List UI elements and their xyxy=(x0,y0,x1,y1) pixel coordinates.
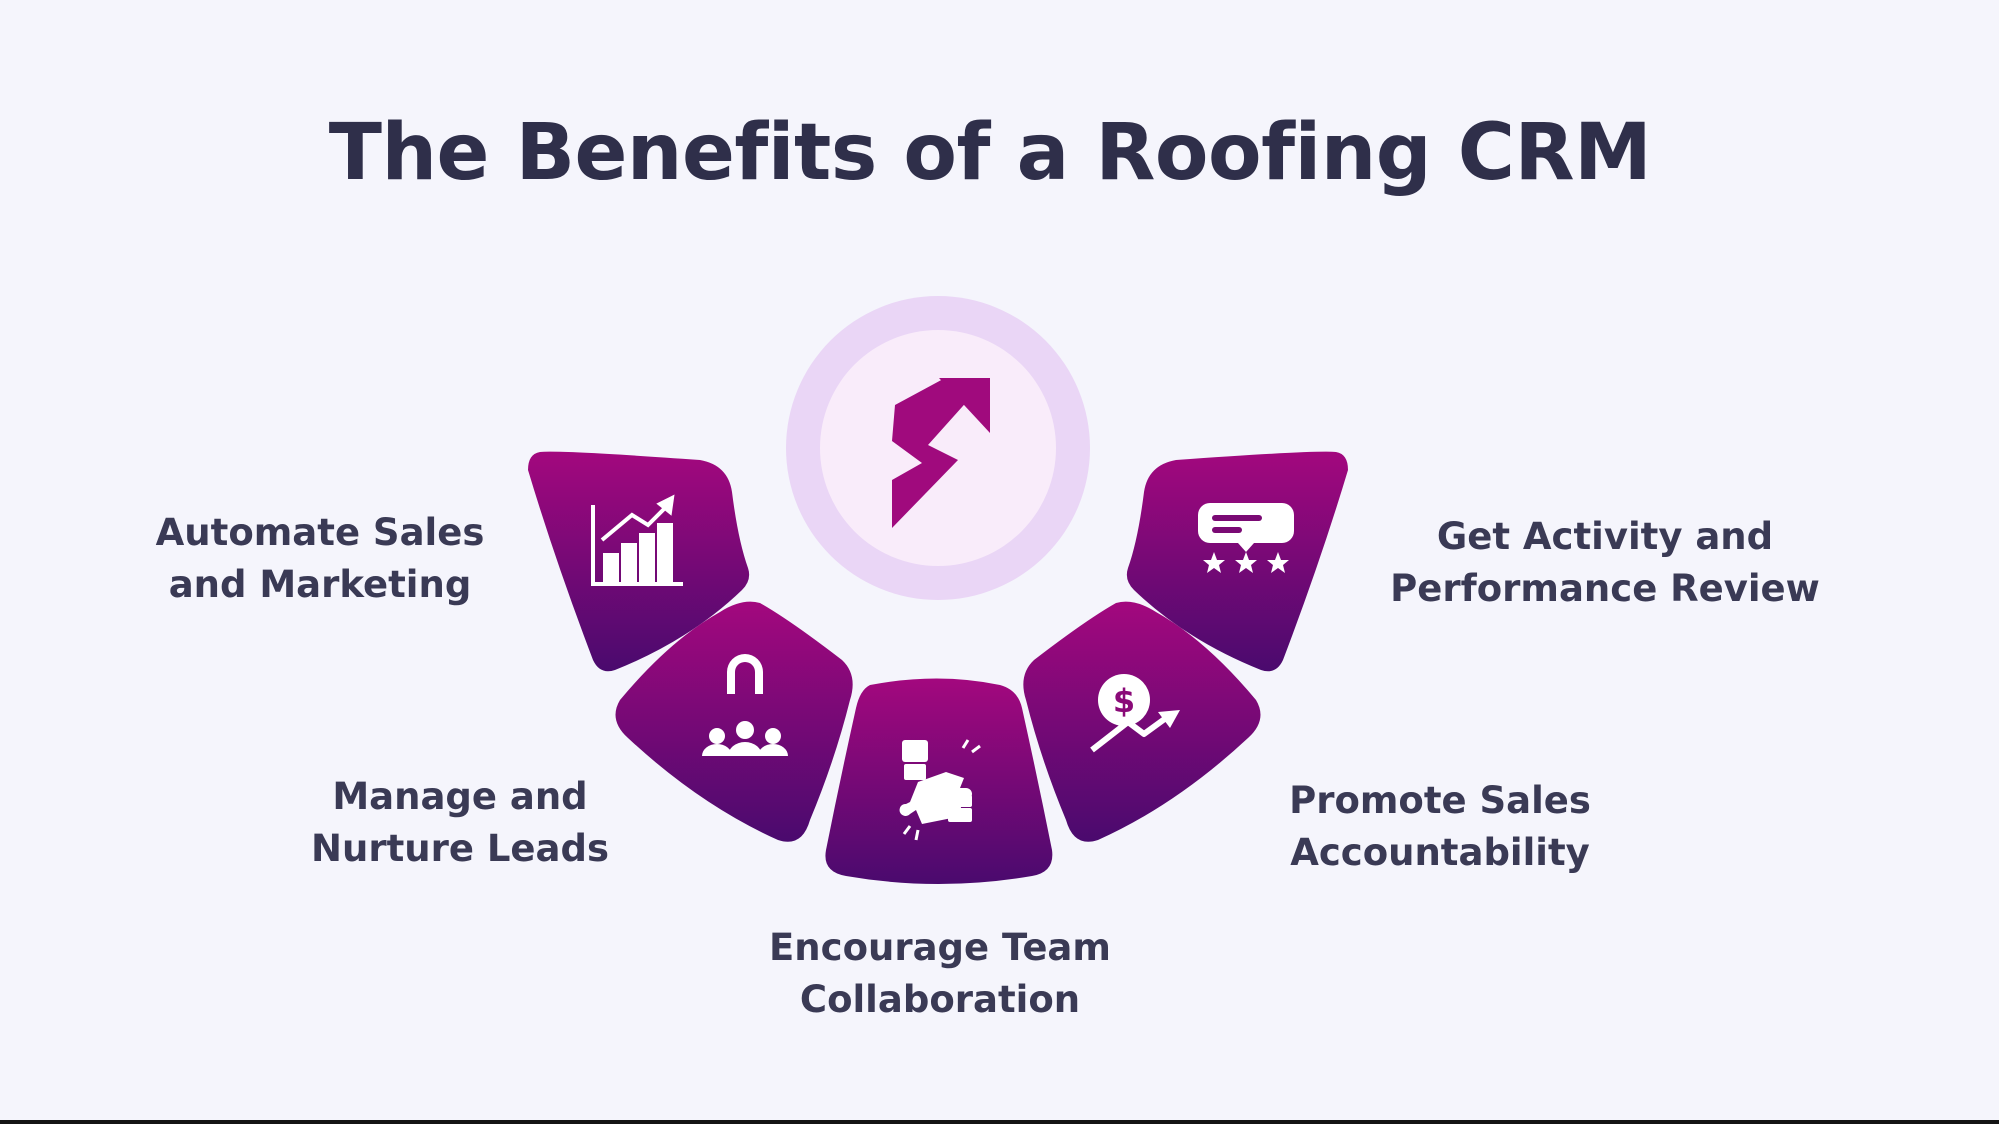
svg-text:$: $ xyxy=(1113,682,1135,720)
dollar-growth-arrow-icon: $ xyxy=(1090,674,1180,753)
benefit-label-line: Get Activity and xyxy=(1436,515,1774,558)
page-title: The Benefits of a Roofing CRM xyxy=(328,108,1652,198)
benefit-label-line: Automate Sales xyxy=(155,511,485,554)
benefit-label-line: Accountability xyxy=(1290,831,1590,874)
review-stars-icon xyxy=(1198,503,1294,573)
benefit-label-line: Performance Review xyxy=(1390,567,1820,610)
benefit-label-promote: Promote Sales Accountability xyxy=(1260,775,1620,879)
bar-chart-growth-icon xyxy=(591,494,683,586)
benefit-label-line: Promote Sales xyxy=(1289,779,1591,822)
puzzle-hands-icon xyxy=(899,739,981,841)
brand-logo-icon xyxy=(892,378,990,528)
benefit-label-encourage: Encourage Team Collaboration xyxy=(740,922,1140,1026)
benefit-label-line: and Marketing xyxy=(168,563,472,606)
center-hub xyxy=(786,296,1090,600)
bottom-border xyxy=(0,1120,1999,1124)
benefit-label-line: Nurture Leads xyxy=(311,827,609,870)
segment-encourage xyxy=(825,678,1053,884)
benefit-label-line: Collaboration xyxy=(799,978,1081,1021)
segment-automate xyxy=(528,451,750,672)
segment-manage xyxy=(615,601,853,842)
benefit-label-line: Manage and xyxy=(332,775,588,818)
benefit-label-line: Encourage Team xyxy=(769,926,1111,969)
segment-promote: $ xyxy=(1023,601,1261,842)
benefit-label-manage: Manage and Nurture Leads xyxy=(300,771,620,875)
segment-activity xyxy=(1126,451,1348,672)
benefit-label-activity: Get Activity and Performance Review xyxy=(1380,511,1830,615)
benefit-label-automate: Automate Sales and Marketing xyxy=(140,507,500,611)
lead-magnet-people-icon xyxy=(702,654,788,756)
